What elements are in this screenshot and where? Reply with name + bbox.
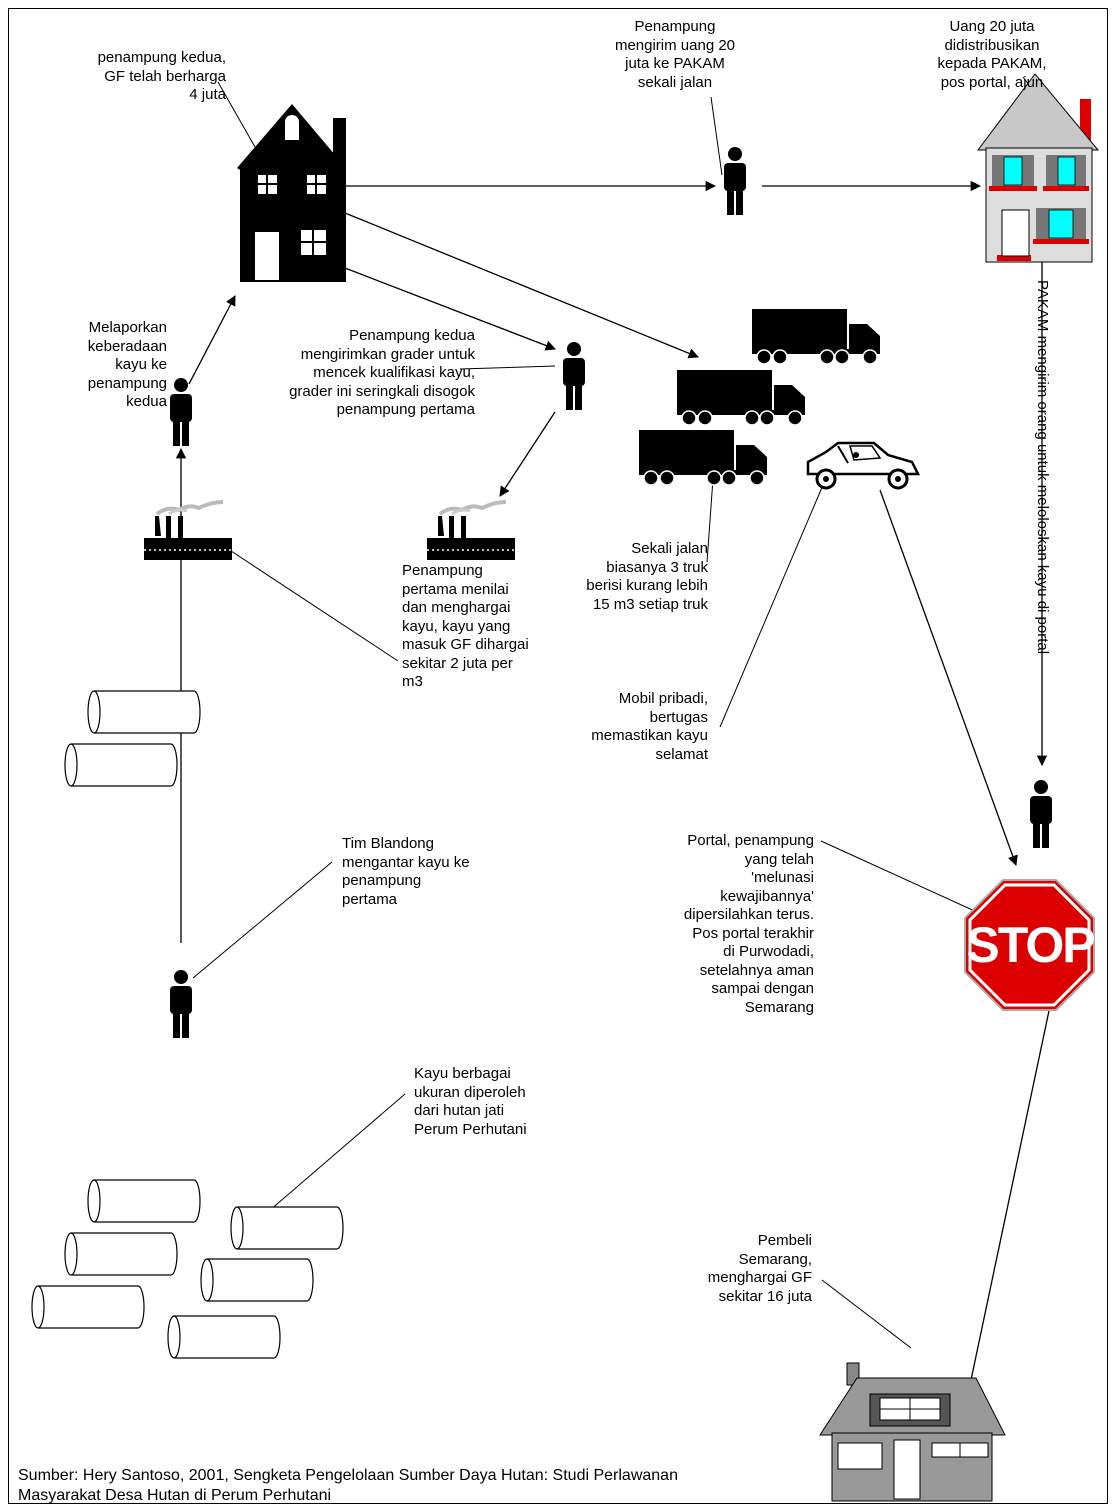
log-icon xyxy=(64,1232,178,1276)
log-icon xyxy=(167,1315,281,1359)
log-icon xyxy=(64,743,178,787)
truck-icon xyxy=(676,369,806,426)
label-mobil: Mobil pribadi, bertugas memastikan kayu … xyxy=(591,690,708,763)
truck-icon xyxy=(751,308,881,365)
diagram-frame xyxy=(8,8,1108,1504)
log-icon xyxy=(230,1206,344,1250)
person-icon xyxy=(170,970,192,1038)
label-pembeli: Pembeli Semarang, menghargai GF sekitar … xyxy=(707,1232,812,1305)
label-tim-blandong: Tim Blandong mengantar kayu ke penampung… xyxy=(342,835,470,908)
label-portal: Portal, penampung yang telah 'melunasi k… xyxy=(683,832,814,1016)
logs-pile xyxy=(64,690,201,787)
label-penampung-pertama: Penampung pertama menilai dan menghargai… xyxy=(402,562,529,690)
stop-sign-text: STOP xyxy=(966,917,1094,973)
source-citation: Sumber: Hery Santoso, 2001, Sengketa Pen… xyxy=(18,1467,678,1504)
flow-arrows xyxy=(175,180,1051,1434)
light-house-icon xyxy=(977,73,1100,263)
person-icon xyxy=(1030,780,1052,848)
label-kayu: Kayu berbagai ukuran diperoleh dari huta… xyxy=(414,1065,527,1138)
car-icon xyxy=(806,441,921,490)
factory-icon xyxy=(142,500,234,562)
logs-pile-2 xyxy=(31,1179,344,1359)
person-icon xyxy=(170,378,192,446)
person-icon xyxy=(724,147,746,215)
label-penampung-kedua: penampung kedua, GF telah berharga 4 jut… xyxy=(97,49,226,103)
small-house-icon xyxy=(819,1362,1006,1502)
label-melaporkan: Melaporkan keberadaan kayu ke penampung … xyxy=(87,319,167,410)
leader-lines xyxy=(192,76,1080,1349)
label-grader: Penampung kedua mengirimkan grader untuk… xyxy=(289,327,475,418)
person-icon xyxy=(563,342,585,410)
label-penampung-kirim: Penampung mengirim uang 20 juta ke PAKAM… xyxy=(614,18,736,91)
log-icon xyxy=(200,1258,314,1302)
label-uang-20: Uang 20 juta didistribusikan kepada PAKA… xyxy=(937,18,1047,91)
log-icon xyxy=(87,690,201,734)
factory-icon xyxy=(425,500,517,562)
dark-house-icon xyxy=(237,104,346,282)
stop-sign-icon: STOP xyxy=(964,879,1096,1011)
label-sekali-jalan: Sekali jalan biasanya 3 truk berisi kura… xyxy=(586,540,708,613)
log-icon xyxy=(31,1285,145,1329)
truck-icon xyxy=(638,429,768,486)
log-icon xyxy=(87,1179,201,1223)
